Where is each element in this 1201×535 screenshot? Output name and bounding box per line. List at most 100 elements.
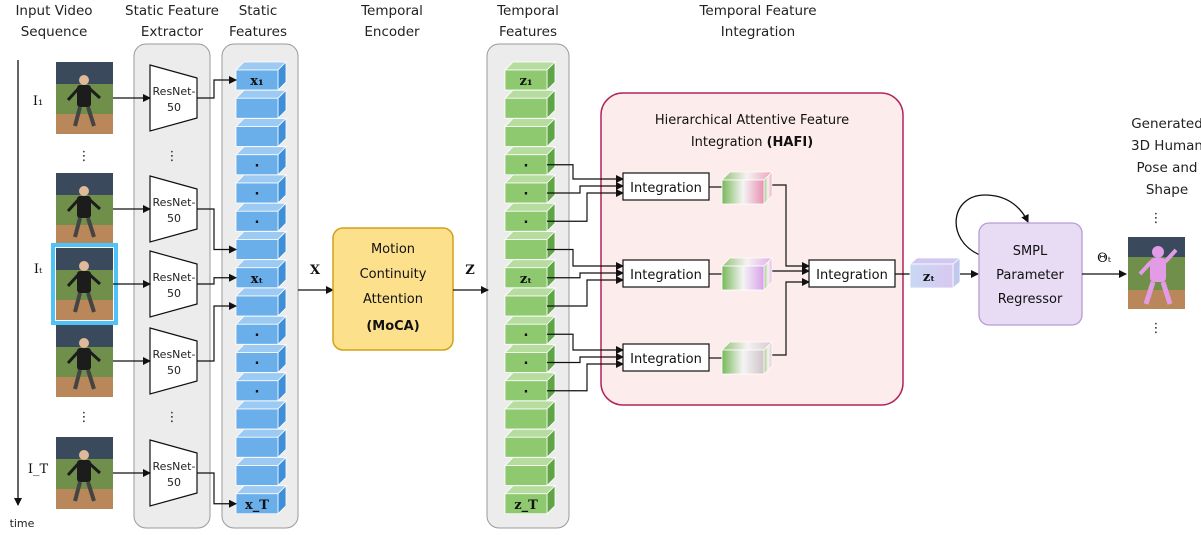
symbol-theta: Θₜ [1097, 251, 1112, 266]
extractor-dots-1: ⋮ [166, 149, 179, 164]
cube-front [235, 408, 279, 430]
frame-leg-left [73, 106, 82, 127]
video-frame-4 [56, 325, 113, 397]
resnet-to-feature-arrow-3 [197, 273, 237, 285]
group2-input-1 [547, 248, 624, 270]
temporal-feature-dot: · [524, 357, 529, 372]
frame-arm-right [88, 87, 102, 100]
output-dots-1: ⋮ [1150, 211, 1163, 226]
resnet-trapezoid [149, 175, 198, 243]
frames-dots-2: ⋮ [78, 410, 91, 425]
header-static-line1: Static [239, 3, 278, 19]
column-headers: Input Video Sequence Static Feature Extr… [15, 3, 816, 40]
temporal-feature-cube-7 [504, 230, 556, 261]
grad-cube-front [721, 349, 765, 375]
frame-dirt [56, 300, 113, 320]
static-feature-cube-11 [235, 343, 287, 374]
resnet-to-feature-arrow-4 [197, 302, 237, 362]
static-feature-label-xt: xₜ [251, 272, 264, 287]
header-encoder-line1: Temporal [360, 3, 423, 19]
video-frame-5 [56, 437, 113, 509]
integration-box-final [808, 259, 896, 288]
cube-front [235, 239, 279, 260]
output-line1: Generated [1131, 116, 1201, 132]
static-feature-cube-13 [235, 400, 287, 430]
video-frame-1 [56, 62, 113, 134]
frame-leg-left [73, 217, 82, 238]
moca-line3: Attention [363, 292, 423, 307]
cube-front [504, 408, 548, 430]
frame-torso [77, 196, 91, 218]
static-feature-cube-9 [235, 287, 287, 317]
output-line4: Shape [1146, 182, 1188, 198]
hafi-title-line2: Integration (HAFI) [691, 135, 813, 150]
hafi-title-plain: Integration [691, 135, 767, 150]
video-frame-3 [56, 248, 113, 320]
mesh-head [1152, 246, 1164, 258]
cube-front [235, 126, 279, 147]
grad-cube-front [721, 265, 765, 291]
smpl-line3: Regressor [998, 292, 1063, 307]
time-label: time [10, 517, 35, 530]
zt-cube-front [909, 263, 954, 289]
smpl-loop-arrow [955, 194, 1029, 256]
static-feature-cube-5 [235, 174, 287, 204]
frame-leg-right [86, 292, 96, 313]
header-encoder-line2: Encoder [364, 24, 420, 40]
frame-leg-right [86, 369, 96, 390]
static-feature-cube-15 [235, 456, 287, 487]
integration-label-final: Integration [816, 268, 888, 283]
group1-input-2 [547, 182, 624, 194]
integrated-feature-cubes [721, 171, 773, 375]
group3-input-3 [547, 360, 624, 392]
grad-cube-top [721, 257, 773, 267]
cube-top [504, 61, 556, 71]
static-feature-cube-12 [235, 371, 287, 402]
header-temporal-line2: Features [499, 24, 557, 40]
resnet-label-line2: 50 [167, 364, 181, 377]
frame-leg-left [73, 369, 82, 390]
cube-top [235, 428, 287, 438]
temporal-feature-cube-6 [504, 202, 556, 233]
extractor-dots-2: ⋮ [166, 410, 179, 425]
header-input-line2: Sequence [21, 24, 88, 40]
connectors [113, 76, 237, 508]
symbol-Z: Z [465, 263, 475, 278]
integrated-cube-1 [721, 171, 773, 205]
static-feature-dot: · [255, 187, 260, 202]
cube-top [504, 231, 556, 240]
temporal-feature-cube-11 [504, 343, 556, 374]
frame-head [79, 450, 89, 460]
group3-input-1 [547, 333, 624, 354]
mesh-leg-right [1160, 281, 1173, 305]
integration-label-2: Integration [630, 268, 702, 283]
frame-torso [77, 271, 91, 293]
integrated-cube-2 [721, 257, 773, 291]
cube-top [504, 259, 556, 269]
static-feature-dot: · [255, 328, 260, 343]
mesh-torso [1150, 258, 1166, 282]
temporal-feature-cube-12 [504, 371, 556, 402]
ellipses: ⋮ ⋮ ⋮ ⋮ ⋮ ⋮ [78, 149, 1163, 425]
cube-front [504, 239, 548, 260]
static-feature-cube-2 [235, 89, 287, 120]
resnet-label-line2: 50 [167, 476, 181, 489]
integration-boxes: Integration Integration Integration Inte… [622, 172, 896, 372]
cube-top [235, 400, 287, 410]
symbol-X: X [310, 263, 321, 278]
frame-dirt [56, 225, 113, 245]
frame-head [79, 261, 89, 271]
resnet-label-line1: ResNet- [153, 85, 196, 98]
temporal-feature-dot: · [524, 385, 529, 400]
moca-block: Motion Continuity Attention (MoCA) [332, 227, 454, 351]
resnet-label-line1: ResNet- [153, 460, 196, 473]
temporal-feature-cube-2 [504, 89, 556, 120]
group2-input-3 [547, 276, 624, 307]
resnet-label-line1: ResNet- [153, 348, 196, 361]
frame-torso [77, 85, 91, 107]
frame-leg-right [86, 481, 96, 502]
frame-head [79, 338, 89, 348]
cube-top [504, 485, 556, 495]
static-feature-cube-10 [235, 315, 287, 346]
frame-torso [77, 460, 91, 482]
